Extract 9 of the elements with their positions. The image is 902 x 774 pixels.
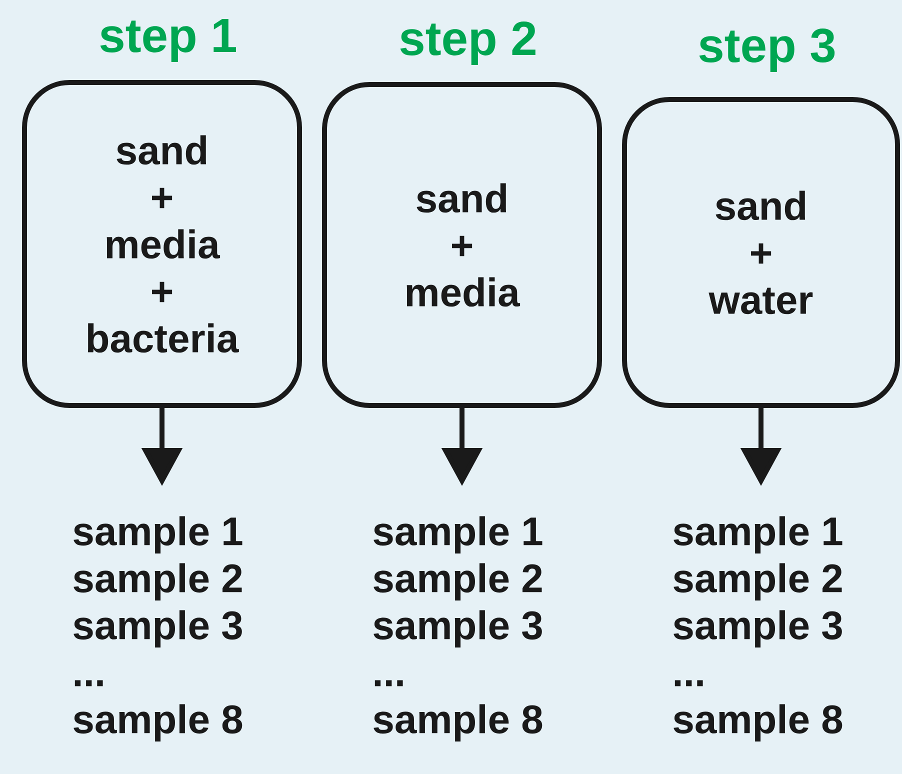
step-heading: step 1	[100, 18, 236, 62]
sample-list: sample 1 sample 2 sample 3 ... sample 8	[374, 516, 542, 742]
step-heading: step 3	[699, 28, 835, 72]
rounded-box: sand + media + bacteria	[22, 80, 302, 408]
rounded-box: sand + media	[322, 82, 602, 408]
sample-list: sample 1 sample 2 sample 3 ... sample 8	[74, 516, 242, 742]
rounded-box: sand + water	[622, 97, 900, 408]
step-heading: step 2	[400, 21, 536, 65]
sample-list: sample 1 sample 2 sample 3 ... sample 8	[674, 516, 842, 742]
